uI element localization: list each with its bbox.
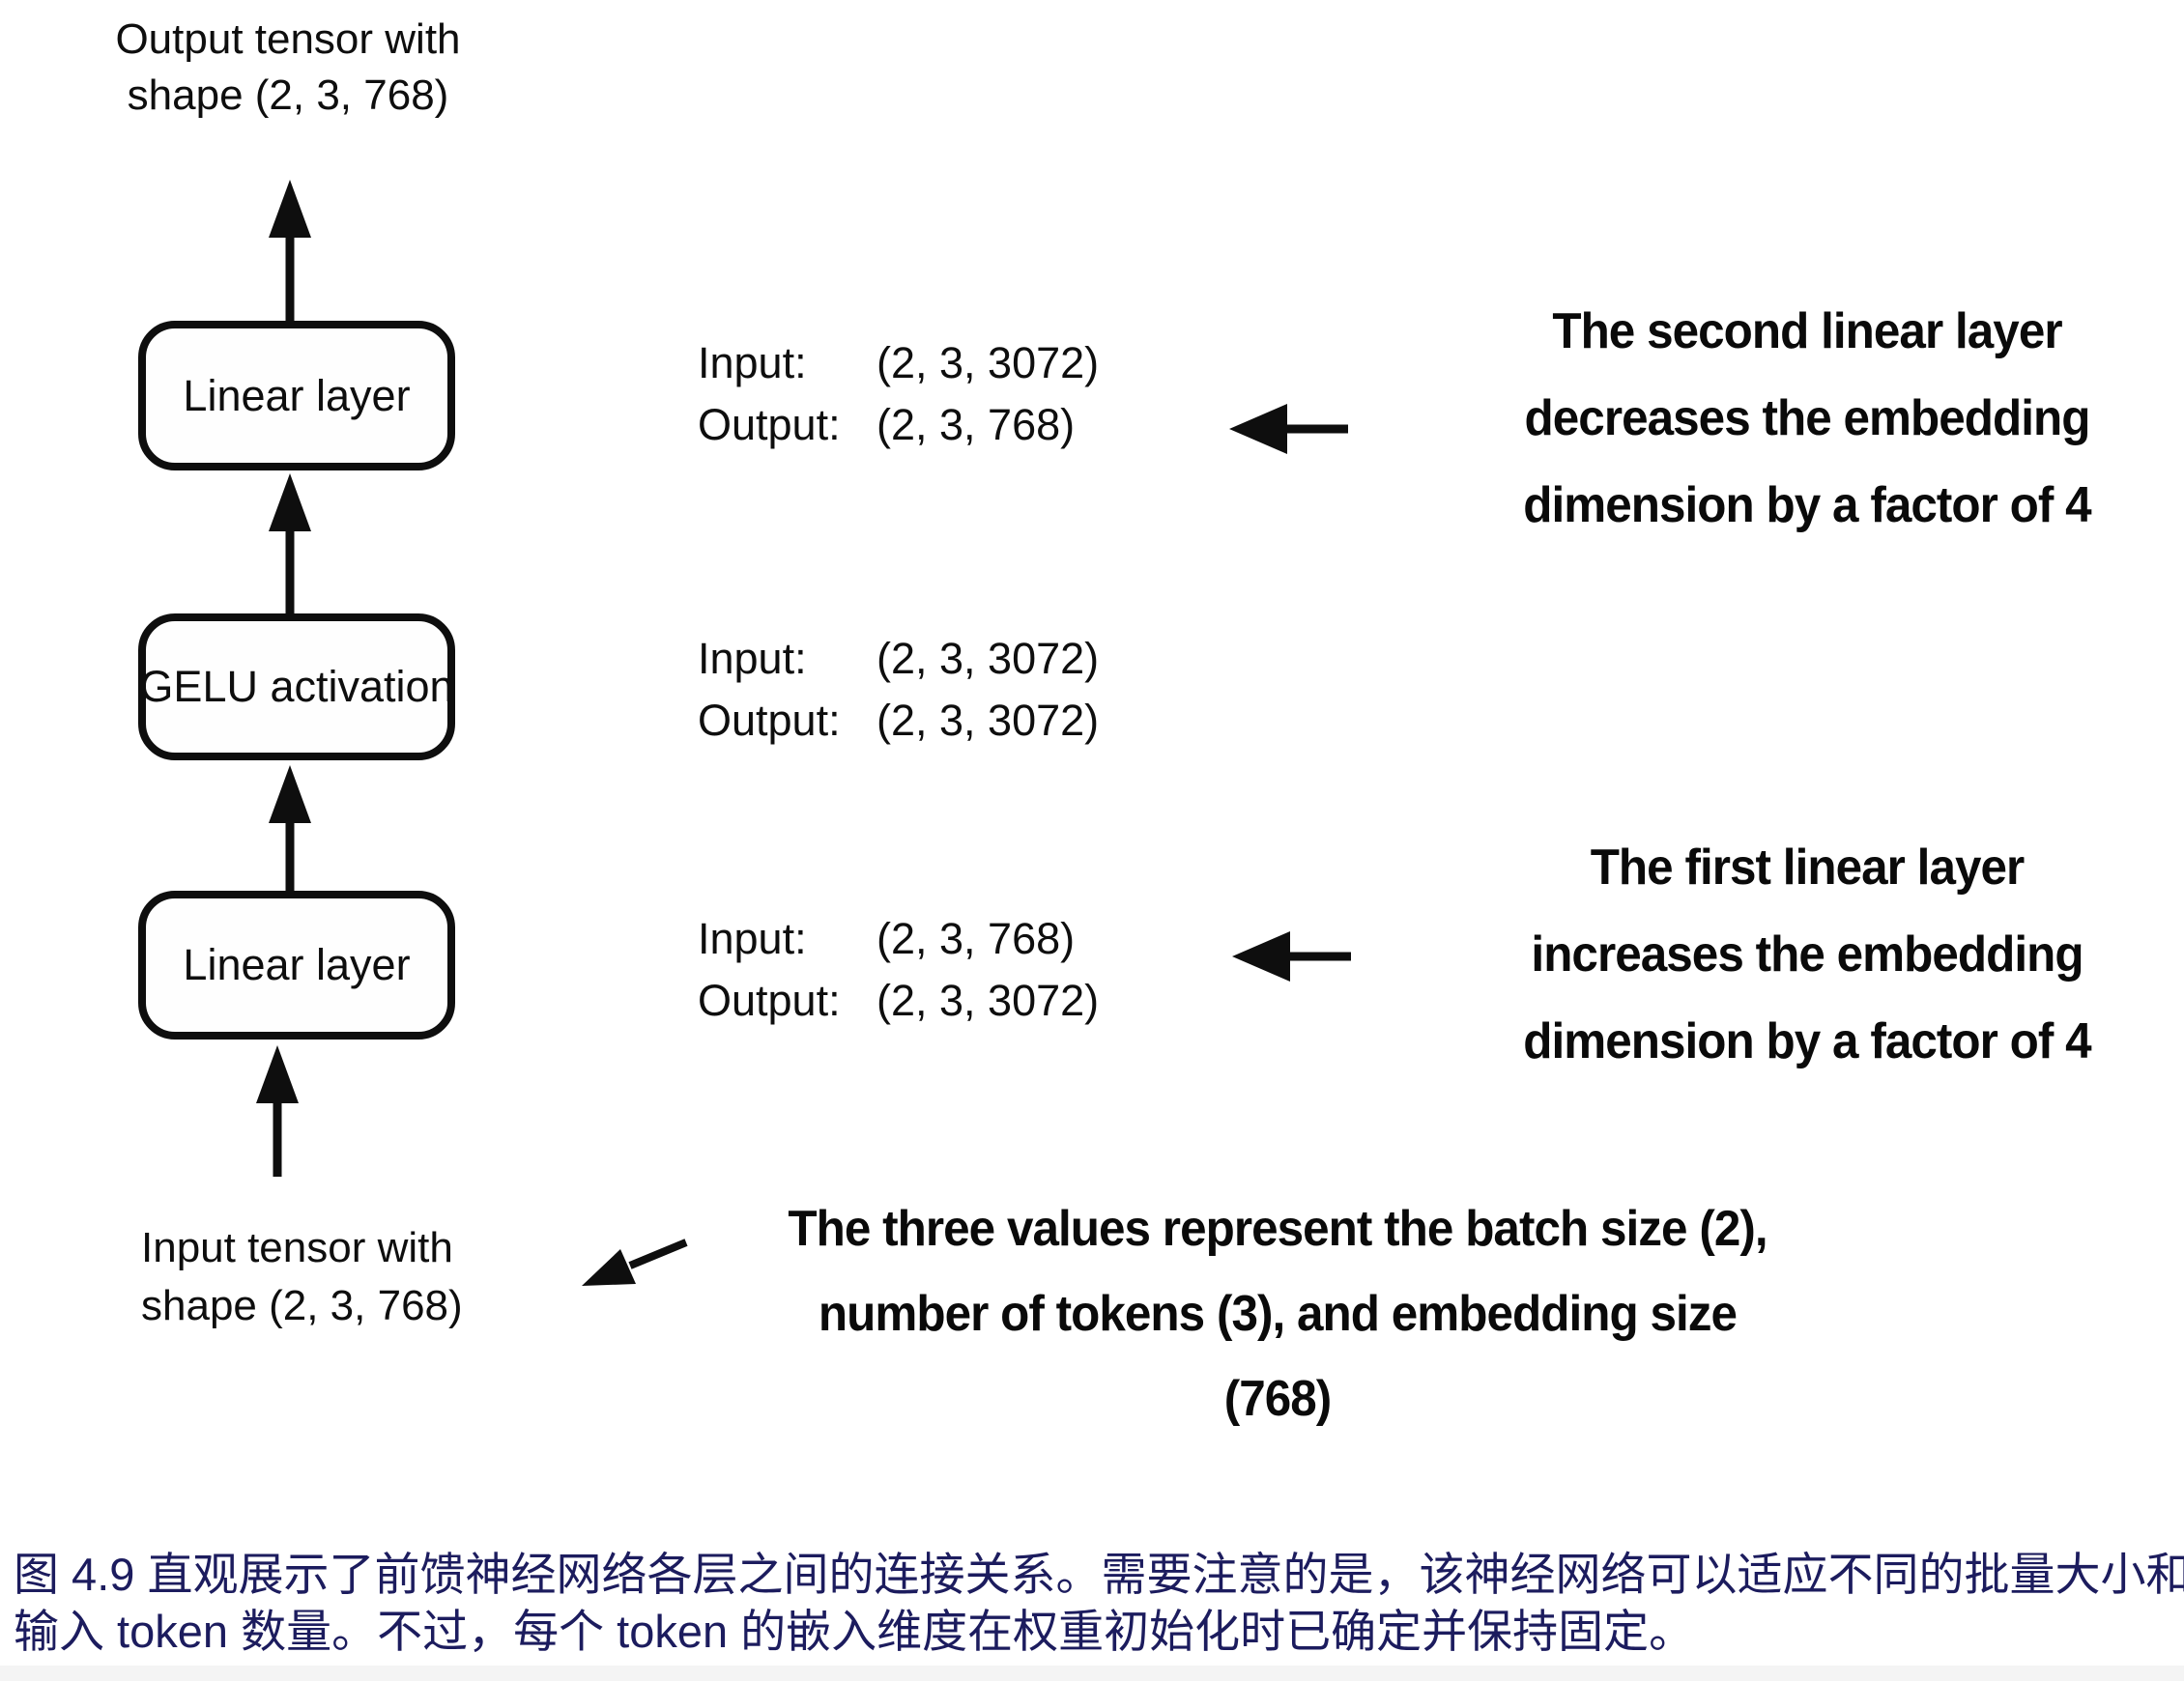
left-arrow-first-linear-note bbox=[1232, 931, 1351, 982]
io-first-linear-output-value: (2, 3, 3072) bbox=[876, 976, 1100, 1025]
note-first-linear-line1: The first linear layer bbox=[1590, 840, 2026, 896]
box-gelu-activation-label: GELU activation bbox=[139, 662, 454, 711]
figure-caption-line1: 图 4.9 直观展示了前馈神经网络各层之间的连接关系。需要注意的是，该神经网络可… bbox=[14, 1549, 2184, 1600]
box-gelu-activation: GELU activation bbox=[138, 613, 455, 760]
io-second-linear-input-label: Input: bbox=[698, 338, 807, 387]
note-three-values-line2: number of tokens (3), and embedding size bbox=[818, 1286, 1738, 1342]
input-tensor-line2: shape (2, 3, 768) bbox=[141, 1282, 463, 1329]
note-first-linear-line2: increases the embedding bbox=[1531, 926, 2083, 983]
left-arrow-second-linear-note bbox=[1229, 404, 1348, 454]
box-linear-layer-second: Linear layer bbox=[138, 321, 455, 470]
output-tensor-line1: Output tensor with bbox=[115, 15, 461, 63]
figure-caption: 图 4.9 直观展示了前馈神经网络各层之间的连接关系。需要注意的是，该神经网络可… bbox=[14, 1546, 2184, 1660]
io-first-linear: Input: (2, 3, 768) Output: (2, 3, 3072) bbox=[698, 908, 1099, 1032]
note-second-linear-line2: decreases the embedding bbox=[1524, 390, 2091, 446]
io-gelu-input-label: Input: bbox=[698, 634, 807, 683]
io-second-linear: Input: (2, 3, 3072) Output: (2, 3, 768) bbox=[698, 332, 1099, 456]
note-first-linear-layer: The first linear layer increases the emb… bbox=[1456, 824, 2158, 1085]
input-tensor-line1: Input tensor with bbox=[141, 1224, 453, 1271]
figure-caption-line2: 输入 token 数量。不过，每个 token 的嵌入维度在权重初始化时已确定并… bbox=[14, 1606, 1695, 1657]
io-gelu: Input: (2, 3, 3072) Output: (2, 3, 3072) bbox=[698, 628, 1099, 752]
input-tensor-label: Input tensor with shape (2, 3, 768) bbox=[141, 1219, 463, 1335]
io-first-linear-input-value: (2, 3, 768) bbox=[876, 914, 1076, 963]
page-bottom-edge bbox=[0, 1666, 2184, 1681]
output-tensor-label: Output tensor with shape (2, 3, 768) bbox=[85, 12, 491, 124]
io-gelu-input-value: (2, 3, 3072) bbox=[876, 634, 1100, 683]
note-three-values: The three values represent the batch siz… bbox=[651, 1186, 1904, 1441]
io-second-linear-output-value: (2, 3, 768) bbox=[876, 400, 1076, 449]
up-arrow-gelu-to-linear2 bbox=[269, 473, 311, 615]
up-arrow-linear1-to-gelu bbox=[269, 765, 311, 891]
io-second-linear-input-value: (2, 3, 3072) bbox=[876, 338, 1100, 387]
io-first-linear-input-label: Input: bbox=[698, 914, 807, 963]
box-linear-layer-first-label: Linear layer bbox=[183, 940, 411, 989]
io-gelu-output-value: (2, 3, 3072) bbox=[876, 696, 1100, 745]
box-linear-layer-first: Linear layer bbox=[138, 891, 455, 1040]
io-gelu-output-label: Output: bbox=[698, 696, 841, 745]
output-tensor-line2: shape (2, 3, 768) bbox=[127, 71, 449, 119]
up-arrow-input-to-linear1 bbox=[256, 1045, 299, 1177]
box-linear-layer-second-label: Linear layer bbox=[183, 370, 411, 420]
note-three-values-line1: The three values represent the batch siz… bbox=[788, 1201, 1767, 1257]
note-second-linear-line3: dimension by a factor of 4 bbox=[1523, 477, 2091, 533]
note-second-linear-line1: The second linear layer bbox=[1552, 303, 2062, 359]
up-arrow-to-output-tensor bbox=[269, 180, 311, 322]
note-first-linear-line3: dimension by a factor of 4 bbox=[1523, 1013, 2091, 1069]
note-second-linear-layer: The second linear layer decreases the em… bbox=[1456, 288, 2158, 549]
note-three-values-line3: (768) bbox=[1223, 1371, 1333, 1427]
io-second-linear-output-label: Output: bbox=[698, 400, 841, 449]
down-left-arrow-input-tensor-note bbox=[582, 1239, 688, 1286]
io-first-linear-output-label: Output: bbox=[698, 976, 841, 1025]
